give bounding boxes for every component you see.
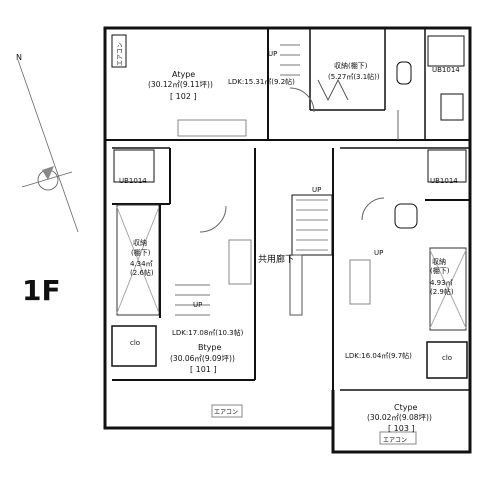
unit-c-ldk: LDK:16.04㎡(9.7帖) <box>345 351 412 360</box>
compass <box>17 59 79 233</box>
exterior-walls <box>103 26 472 454</box>
unit-102 <box>105 28 470 141</box>
unit-c-storage-1: 収納 <box>432 257 446 266</box>
unit-b-clo: clo <box>130 339 140 347</box>
unit-c-ub: UB1014 <box>430 177 458 185</box>
unit-c-clo: clo <box>442 354 452 362</box>
unit-c-aircon: エアコン <box>383 437 407 444</box>
unit-a-ub: UB1014 <box>432 66 460 74</box>
unit-b-type: Btype <box>198 343 221 352</box>
unit-b-ldk: LDK:17.08㎡(10.3帖) <box>172 328 244 337</box>
corridor-label: 共用廊下 <box>258 253 294 265</box>
unit-b-storage-1: 収納 <box>133 238 147 247</box>
unit-c-type: Ctype <box>394 403 418 412</box>
unit-b-storage-3: 4.34㎡ <box>130 260 153 268</box>
unit-b-storage-2: (棚下) <box>131 248 151 257</box>
unit-a-ldk: LDK:15.31㎡(9.2帖) <box>228 77 295 86</box>
unit-b-aircon: エアコン <box>214 409 238 416</box>
unit-a-type: Atype <box>172 70 195 79</box>
floor-label: 1F <box>22 274 61 307</box>
unit-c-room: [ 103 ] <box>388 424 415 433</box>
corridor-up-label: UP <box>312 186 321 194</box>
unit-a-aircon: エアコン <box>117 42 124 66</box>
unit-103 <box>332 110 470 445</box>
unit-b-up: UP <box>193 301 202 309</box>
unit-c-storage-3: 4.93㎡ <box>430 279 453 287</box>
unit-b-ub: UB1014 <box>119 177 147 185</box>
unit-b-storage-4: (2.6帖) <box>130 268 154 277</box>
north-label: N <box>16 53 22 62</box>
unit-c-storage-4: (2.9帖) <box>430 287 454 296</box>
unit-a-storage-2: (5.27㎡(3.1帖)) <box>328 72 380 81</box>
unit-b-area: (30.06㎡(9.09坪)) <box>170 354 235 363</box>
unit-b-room: [ 101 ] <box>190 365 217 374</box>
unit-a-room: [ 102 ] <box>170 92 197 101</box>
unit-a-area: (30.12㎡(9.11坪)) <box>148 80 213 89</box>
unit-a-up: UP <box>268 50 277 58</box>
unit-101 <box>111 147 256 418</box>
unit-a-storage-1: 収納(棚下) <box>334 61 368 70</box>
unit-c-storage-2: (棚下) <box>430 266 450 275</box>
unit-c-area: (30.02㎡(9.08坪)) <box>367 413 432 422</box>
unit-c-up: UP <box>374 249 383 257</box>
